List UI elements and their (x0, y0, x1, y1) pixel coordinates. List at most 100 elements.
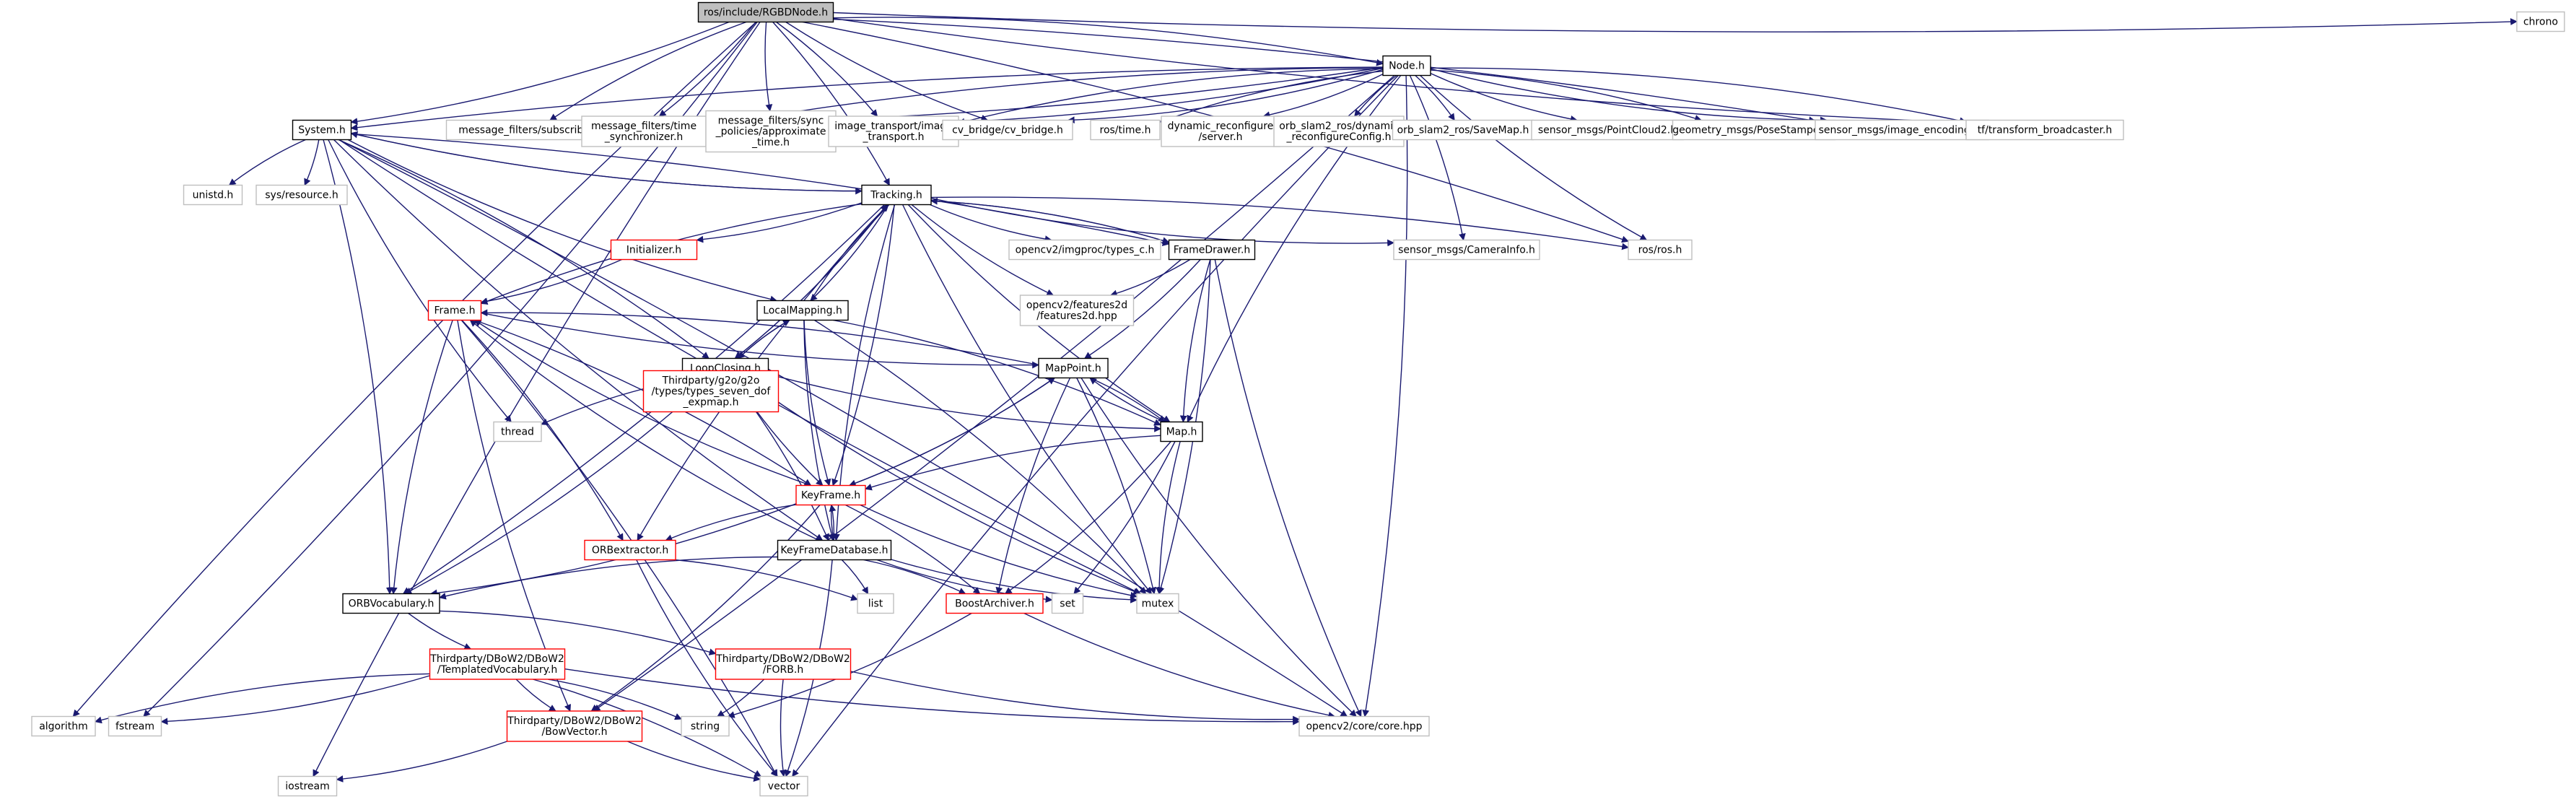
node-tracking[interactable]: Tracking.h (861, 184, 932, 206)
node-framedrawer[interactable]: FrameDrawer.h (1168, 239, 1256, 261)
edge-system-to-thread (328, 139, 512, 423)
node-sys_resource[interactable]: sys/resource.h (256, 184, 348, 206)
node-templatedvoc[interactable]: Thirdparty/DBoW2/DBoW2/TemplatedVocabula… (429, 648, 566, 680)
edge-orbextractor-to-vector (636, 559, 778, 777)
node-box (1628, 239, 1693, 261)
node-thread[interactable]: thread (493, 421, 542, 443)
edge-system-to-localmapping (347, 139, 777, 303)
node-label: System.h (298, 125, 346, 136)
edge-tracking-to-opencv_types (930, 204, 1052, 243)
node-dyn_reconf[interactable]: dynamic_reconfigure/server.h (1161, 115, 1280, 147)
node-node[interactable]: Node.h (1382, 55, 1431, 77)
node-algorithm[interactable]: algorithm (31, 715, 96, 737)
node-box (610, 239, 698, 261)
node-cv_bridge[interactable]: cv_bridge/cv_bridge.h (942, 119, 1073, 141)
node-box (1531, 119, 1684, 141)
edge-keyframe-to-orbextractor (665, 504, 797, 541)
node-box (1168, 239, 1256, 261)
node-posestamped[interactable]: geometry_msgs/PoseStamped.h (1672, 119, 1836, 141)
node-label: sensor_msgs/PointCloud2.h (1538, 125, 1677, 136)
node-label: message_filters/sync_policies/approximat… (715, 115, 826, 149)
node-mf_syncpolicies[interactable]: message_filters/sync_policies/approximat… (705, 110, 837, 153)
node-boostarchiver[interactable]: BoostArchiver.h (946, 593, 1044, 614)
node-map[interactable]: Map.h (1160, 421, 1203, 443)
edge-loopclosing-to-tracking (734, 204, 888, 359)
edge-framedrawer-to-features2d (1109, 258, 1191, 297)
node-image_enc[interactable]: sensor_msgs/image_encodings.h (1815, 119, 1989, 141)
node-frame[interactable]: Frame.h (427, 300, 482, 321)
node-box (795, 484, 866, 506)
node-fstream[interactable]: fstream (108, 715, 162, 737)
node-box (427, 300, 482, 321)
node-box (31, 715, 96, 737)
node-label: list (868, 598, 883, 610)
edge-orbextractor-to-list (674, 559, 858, 601)
edge-tracking-to-features2d (911, 204, 1055, 296)
node-iostream[interactable]: iostream (277, 775, 338, 797)
node-set[interactable]: set (1051, 593, 1084, 614)
node-string[interactable]: string (681, 715, 730, 737)
edge-mappoint-to-mutex (1076, 378, 1157, 595)
node-rgbdnode[interactable]: ros/include/RGBDNode.h (697, 1, 834, 23)
node-mutex[interactable]: mutex (1136, 593, 1179, 614)
node-orb_dyn[interactable]: orb_slam2_ros/dynamic_reconfigureConfig.… (1273, 115, 1405, 147)
node-label: Tracking.h (870, 190, 922, 201)
node-ros_time[interactable]: ros/time.h (1090, 119, 1161, 141)
node-label: orb_slam2_ros/dynamic_reconfigureConfig.… (1279, 121, 1398, 143)
node-kfdatabase[interactable]: KeyFrameDatabase.h (777, 539, 892, 561)
edge-tracking-to-framedrawer (930, 200, 1170, 244)
node-box (1051, 593, 1084, 614)
edge-kfdatabase-to-mutex (891, 559, 1138, 603)
node-g2o_types[interactable]: Thirdparty/g2o/g2o/types/types_seven_dof… (642, 370, 780, 413)
edge-templatedvoc-to-opencv_core (564, 668, 1300, 725)
node-ros_ros[interactable]: ros/ros.h (1628, 239, 1693, 261)
edge-tracking-to-initializer (696, 202, 863, 243)
node-box (493, 421, 542, 443)
edge-keyframe-to-bowvector (590, 505, 821, 712)
node-label: mutex (1142, 598, 1174, 610)
node-orb_savemap[interactable]: orb_slam2_ros/SaveMap.h (1392, 119, 1534, 141)
node-label: KeyFrameDatabase.h (780, 545, 888, 557)
node-mappoint[interactable]: MapPoint.h (1038, 357, 1109, 379)
node-opencv_core[interactable]: opencv2/core/core.hpp (1298, 715, 1430, 737)
edge-rgbdnode-to-mf_syncpolicies (764, 22, 773, 112)
node-forb[interactable]: Thirdparty/DBoW2/DBoW2/FORB.h (715, 648, 852, 680)
node-pointcloud2[interactable]: sensor_msgs/PointCloud2.h (1531, 119, 1684, 141)
node-list[interactable]: list (857, 593, 894, 614)
node-tf_broadcaster[interactable]: tf/transform_broadcaster.h (1965, 119, 2124, 141)
edge-rgbdnode-to-tf_broadcaster (833, 17, 1967, 126)
node-orbvocabulary[interactable]: ORBVocabulary.h (342, 593, 440, 614)
node-system[interactable]: System.h (292, 119, 352, 141)
node-camerainfo[interactable]: sensor_msgs/CameraInfo.h (1393, 239, 1540, 261)
node-box (584, 539, 676, 561)
node-image_transport[interactable]: image_transport/image_transport.h (828, 115, 959, 147)
node-label: set (1060, 598, 1075, 610)
edge-mappoint-to-opencv_core (1080, 378, 1357, 718)
node-initializer[interactable]: Initializer.h (610, 239, 698, 261)
node-bowvector[interactable]: Thirdparty/DBoW2/DBoW2/BowVector.h (506, 710, 643, 742)
node-features2d[interactable]: opencv2/features2d/features2d.hpp (1019, 295, 1135, 326)
node-box (1815, 119, 1989, 141)
node-mf_timesync[interactable]: message_filters/time_synchronizer.h (581, 115, 707, 147)
node-chrono[interactable]: chrono (2516, 11, 2565, 32)
edge-mappoint-to-boostarchiver (995, 378, 1071, 595)
node-label: Node.h (1389, 61, 1425, 72)
node-vector[interactable]: vector (759, 775, 808, 797)
node-unistd[interactable]: unistd.h (183, 184, 243, 206)
node-orbextractor[interactable]: ORBextractor.h (584, 539, 676, 561)
edge-rgbdnode-to-chrono (833, 12, 2518, 32)
edge-bowvector-to-vector (627, 741, 761, 783)
node-localmapping[interactable]: LocalMapping.h (756, 300, 849, 321)
node-opencv_types[interactable]: opencv2/imgproc/types_c.h (1008, 239, 1161, 261)
edge-templatedvoc-to-vector (533, 679, 762, 777)
node-label: thread (501, 427, 534, 438)
node-box (857, 593, 894, 614)
node-keyframe[interactable]: KeyFrame.h (795, 484, 866, 506)
edge-rgbdnode-to-node (833, 17, 1384, 66)
edge-boostarchiver-to-opencv_core (1023, 612, 1336, 719)
edge-templatedvoc-to-bowvector (515, 679, 556, 712)
edge-templatedvoc-to-fstream (160, 675, 430, 725)
edge-system-to-orbvocabulary (323, 139, 393, 595)
node-box (506, 710, 643, 742)
edge-rgbdnode-to-cv_bridge (785, 21, 989, 122)
